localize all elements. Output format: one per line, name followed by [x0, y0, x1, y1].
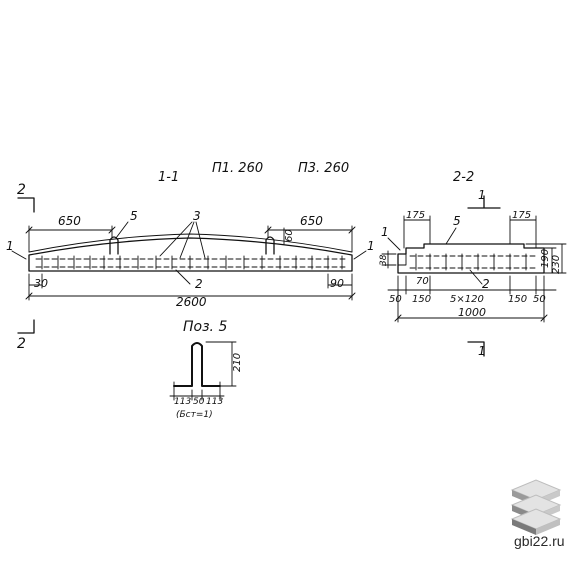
- label-3: 3: [193, 209, 201, 223]
- section-1-1-title: 1-1: [158, 170, 179, 185]
- svg-text:210: 210: [232, 353, 243, 372]
- lifting-loop-right: [265, 236, 275, 255]
- svg-text:175: 175: [512, 210, 531, 221]
- dim-650-left: 650: [25, 214, 116, 253]
- detail-poz-5: Поз. 5 210 113 50 113 (Бст=1): [169, 319, 243, 420]
- cut-mark-1-bottom: 1: [467, 341, 486, 358]
- svg-text:2: 2: [17, 336, 26, 352]
- detail-dim-113-left: 113: [174, 397, 191, 407]
- dim-175-left: 175: [403, 210, 431, 249]
- detail-dim-113-right: 113: [206, 397, 223, 407]
- slab-mark-p3: П3. 260: [298, 161, 349, 176]
- dim-650-right: 650: [264, 214, 356, 253]
- slab-mark-p1: П1. 260: [212, 161, 263, 176]
- svg-text:2600: 2600: [176, 295, 207, 309]
- slab-outline-1-1: [28, 237, 353, 272]
- label-2-section-1: 2: [195, 277, 203, 291]
- detail-dim-50: 50: [193, 397, 205, 407]
- dim-150-right: 150: [508, 294, 527, 305]
- detail-title: Поз. 5: [183, 319, 227, 335]
- dim-38: 38: [379, 250, 397, 269]
- slab-top-slope: [28, 233, 353, 253]
- dim-150-left: 150: [412, 294, 431, 305]
- svg-text:230: 230: [551, 255, 562, 274]
- dim-90: 90: [327, 273, 353, 301]
- dim-50-right: 50: [533, 294, 546, 305]
- slab-outline-2-2: [397, 243, 545, 274]
- rebar-mesh-2-2: [409, 253, 539, 271]
- svg-text:30: 30: [34, 277, 48, 290]
- svg-text:650: 650: [58, 214, 81, 228]
- label-1-left: 1: [6, 239, 14, 253]
- svg-text:90: 90: [330, 277, 344, 290]
- watermark-text: gbi22.ru: [514, 533, 565, 549]
- dim-175-right: 175: [509, 210, 537, 249]
- label-5-section-1: 5: [130, 209, 138, 223]
- dim-210: 210: [205, 341, 243, 387]
- svg-text:1: 1: [478, 344, 486, 358]
- rebar-mesh-1-1: [35, 255, 346, 270]
- label-1-right: 1: [367, 239, 375, 253]
- cut-mark-2-bottom: 2: [17, 319, 35, 352]
- section-1-1: 1-1 П1. 260 П3. 260 2 2 5 3 2: [6, 161, 375, 352]
- svg-text:60: 60: [284, 229, 295, 242]
- section-2-2: 2-2 1 1 5 1 2 175 175: [379, 170, 567, 358]
- lifting-loop-left: [109, 236, 119, 255]
- lifting-loop-detail: [173, 342, 221, 387]
- label-2-section-2: 2: [482, 277, 490, 291]
- label-5-section-2: 5: [453, 214, 461, 228]
- dim-chain-bottom: 50 150 5×120 150 50: [387, 275, 557, 323]
- svg-text:175: 175: [406, 210, 425, 221]
- dim-70: 70: [416, 276, 429, 287]
- dim-1000: 1000: [394, 306, 548, 322]
- leader-3: [159, 221, 206, 259]
- section-2-2-title: 2-2: [453, 170, 474, 185]
- dim-190: 190: [540, 247, 567, 274]
- svg-text:2: 2: [17, 182, 26, 198]
- dim-2600: 2600: [25, 292, 356, 309]
- svg-text:38: 38: [379, 254, 389, 266]
- label-1-section-2: 1: [381, 225, 389, 239]
- detail-dim-chain: 113 50 113 (Бст=1): [169, 381, 225, 420]
- cut-mark-2-top: 2: [17, 182, 35, 213]
- stacked-slabs-icon: [510, 479, 562, 535]
- dim-60: 60: [283, 227, 295, 245]
- dim-50-left: 50: [389, 294, 402, 305]
- dim-5x120: 5×120: [450, 294, 484, 305]
- svg-text:650: 650: [300, 214, 323, 228]
- detail-note: (Бст=1): [176, 410, 213, 420]
- cut-mark-1-top: 1: [467, 188, 501, 209]
- svg-text:1000: 1000: [458, 306, 486, 319]
- svg-text:190: 190: [540, 249, 551, 268]
- svg-text:1: 1: [478, 188, 486, 202]
- dim-230: 230: [525, 243, 567, 274]
